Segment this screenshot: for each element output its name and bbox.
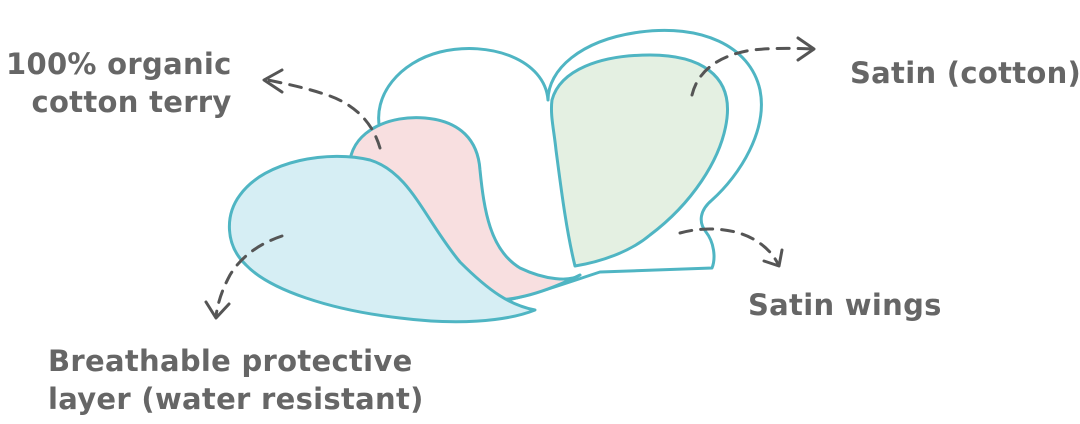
callout-breathable-arrowhead <box>204 300 231 320</box>
label-breathable-line-1: Breathable protective <box>48 344 413 378</box>
label-cotton-terry-line-1: 100% organic <box>6 47 232 81</box>
callout-satin-cotton-line <box>690 46 814 97</box>
label-cotton-terry: 100% organic cotton terry <box>6 45 232 121</box>
protective-layer <box>228 154 537 324</box>
satin-cotton-layer <box>550 53 729 268</box>
callout-satin-wings-line <box>678 227 780 266</box>
label-satin-cotton: Satin (cotton) <box>850 54 1080 92</box>
callout-satin-cotton-arrowhead <box>796 36 816 62</box>
label-satin-cotton-text: Satin (cotton) <box>850 56 1080 90</box>
label-breathable-line-2: layer (water resistant) <box>48 382 424 416</box>
label-breathable-layer: Breathable protective layer (water resis… <box>48 342 424 418</box>
callout-satin-wings-arrowhead <box>762 248 784 268</box>
callout-terry-line <box>266 78 382 150</box>
label-satin-wings-text: Satin wings <box>748 288 942 322</box>
label-satin-wings: Satin wings <box>748 286 942 324</box>
label-cotton-terry-line-2: cotton terry <box>31 85 232 119</box>
callout-terry-arrowhead <box>262 68 284 94</box>
callout-breathable-line <box>214 234 284 318</box>
